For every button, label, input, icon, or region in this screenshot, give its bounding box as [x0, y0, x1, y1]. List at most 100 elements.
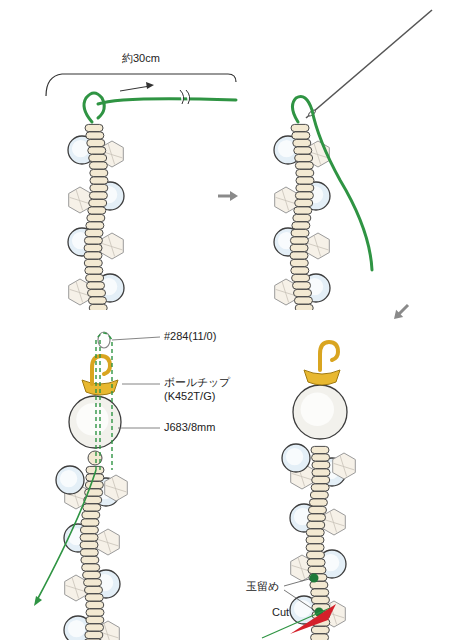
seed-bead [84, 252, 102, 259]
bead-column [68, 124, 124, 310]
seed-bead [90, 169, 108, 176]
seed-bead [88, 297, 106, 304]
seed-bead [293, 214, 311, 221]
seed-bead [86, 616, 104, 623]
seed-bead [290, 244, 308, 251]
crystal-facet [308, 236, 329, 257]
seed-bead [89, 304, 107, 310]
seed-bead [88, 147, 106, 154]
seed-bead [292, 222, 310, 229]
thread [84, 93, 236, 122]
seed-bead [291, 267, 309, 274]
seed-bead [85, 594, 103, 601]
seed-bead [295, 199, 313, 206]
callout-label: 玉留め [246, 580, 279, 594]
bead-column [274, 124, 330, 310]
seed-bead [291, 229, 309, 236]
crystal-facet [70, 190, 91, 211]
seed-bead [310, 491, 328, 498]
seed-bead [306, 536, 324, 543]
seed-bead [306, 529, 324, 536]
crystal-bead [105, 475, 128, 501]
seed-bead [84, 579, 102, 586]
crystal-facet [66, 578, 87, 599]
seed-bead [311, 589, 329, 596]
needle [306, 10, 432, 118]
seed-bead [292, 274, 310, 281]
seed-bead [293, 139, 311, 146]
seed-bead [88, 289, 106, 296]
crystal-bead [97, 529, 120, 555]
seed-bead [312, 476, 330, 483]
pearl-shine [301, 393, 334, 426]
seed-bead [81, 556, 99, 563]
seed-bead [85, 124, 103, 131]
length-bracket [46, 74, 236, 96]
seed-bead [88, 207, 106, 214]
step-arrow-head [394, 310, 403, 319]
thread-exit [36, 470, 96, 602]
seed-bead [82, 564, 100, 571]
ball-tip-hook [92, 356, 110, 384]
step-arrow-head [230, 191, 238, 201]
seed-bead [312, 461, 330, 468]
crystal-facet [334, 456, 355, 477]
seed-bead [311, 484, 329, 491]
seed-bead [86, 624, 104, 631]
seed-bead [290, 252, 308, 259]
seed-bead [89, 154, 107, 161]
cut-mark [290, 604, 336, 634]
seed-bead [83, 571, 101, 578]
thread [292, 97, 372, 271]
seed-bead [84, 244, 102, 251]
pearl-bead [69, 396, 121, 448]
seed-bead [90, 184, 108, 191]
pearl-shine [68, 620, 85, 637]
seed-bead [294, 289, 312, 296]
pearl-bead [293, 385, 347, 439]
callout-label: #284(11/0) [164, 330, 216, 344]
seed-bead [290, 237, 308, 244]
seed-bead [292, 132, 310, 139]
crystal-bead [65, 575, 88, 601]
seed-bead [80, 526, 98, 533]
seed-bead [293, 282, 311, 289]
crystal-facet [276, 190, 297, 211]
seed-bead [84, 237, 102, 244]
crystal-facet [106, 478, 127, 499]
seed-bead [294, 207, 312, 214]
seed-bead [311, 446, 329, 453]
seed-bead [296, 169, 314, 176]
seed-bead [307, 559, 325, 566]
seed-bead [82, 511, 100, 518]
crystal-bead [333, 453, 356, 479]
seed-bead [85, 267, 103, 274]
crystal-facet [102, 236, 123, 257]
seed-bead [310, 581, 328, 588]
callout-label: Cut [272, 606, 289, 620]
seed-bead [80, 541, 98, 548]
knot-dot [310, 574, 319, 583]
seed-bead [295, 154, 313, 161]
callout-label: ボールチップ (K452T/G) [164, 376, 244, 404]
leader-line [122, 384, 160, 385]
seed-bead [296, 184, 314, 191]
seed-bead [294, 147, 312, 154]
pearl-bead [282, 444, 310, 472]
seed-bead [87, 214, 105, 221]
seed-bead [309, 499, 327, 506]
seed-bead [86, 601, 104, 608]
crystal-facet [324, 512, 345, 533]
seed-bead [312, 454, 330, 461]
seed-bead [311, 596, 329, 603]
step-arrow [398, 305, 408, 315]
seed-bead [296, 177, 314, 184]
seed-bead [89, 192, 107, 199]
seed-bead [308, 506, 326, 513]
seed-bead [89, 199, 107, 206]
seed-bead [307, 521, 325, 528]
seed-bead [295, 304, 313, 310]
leader-line [284, 579, 309, 586]
seed-bead [295, 192, 313, 199]
